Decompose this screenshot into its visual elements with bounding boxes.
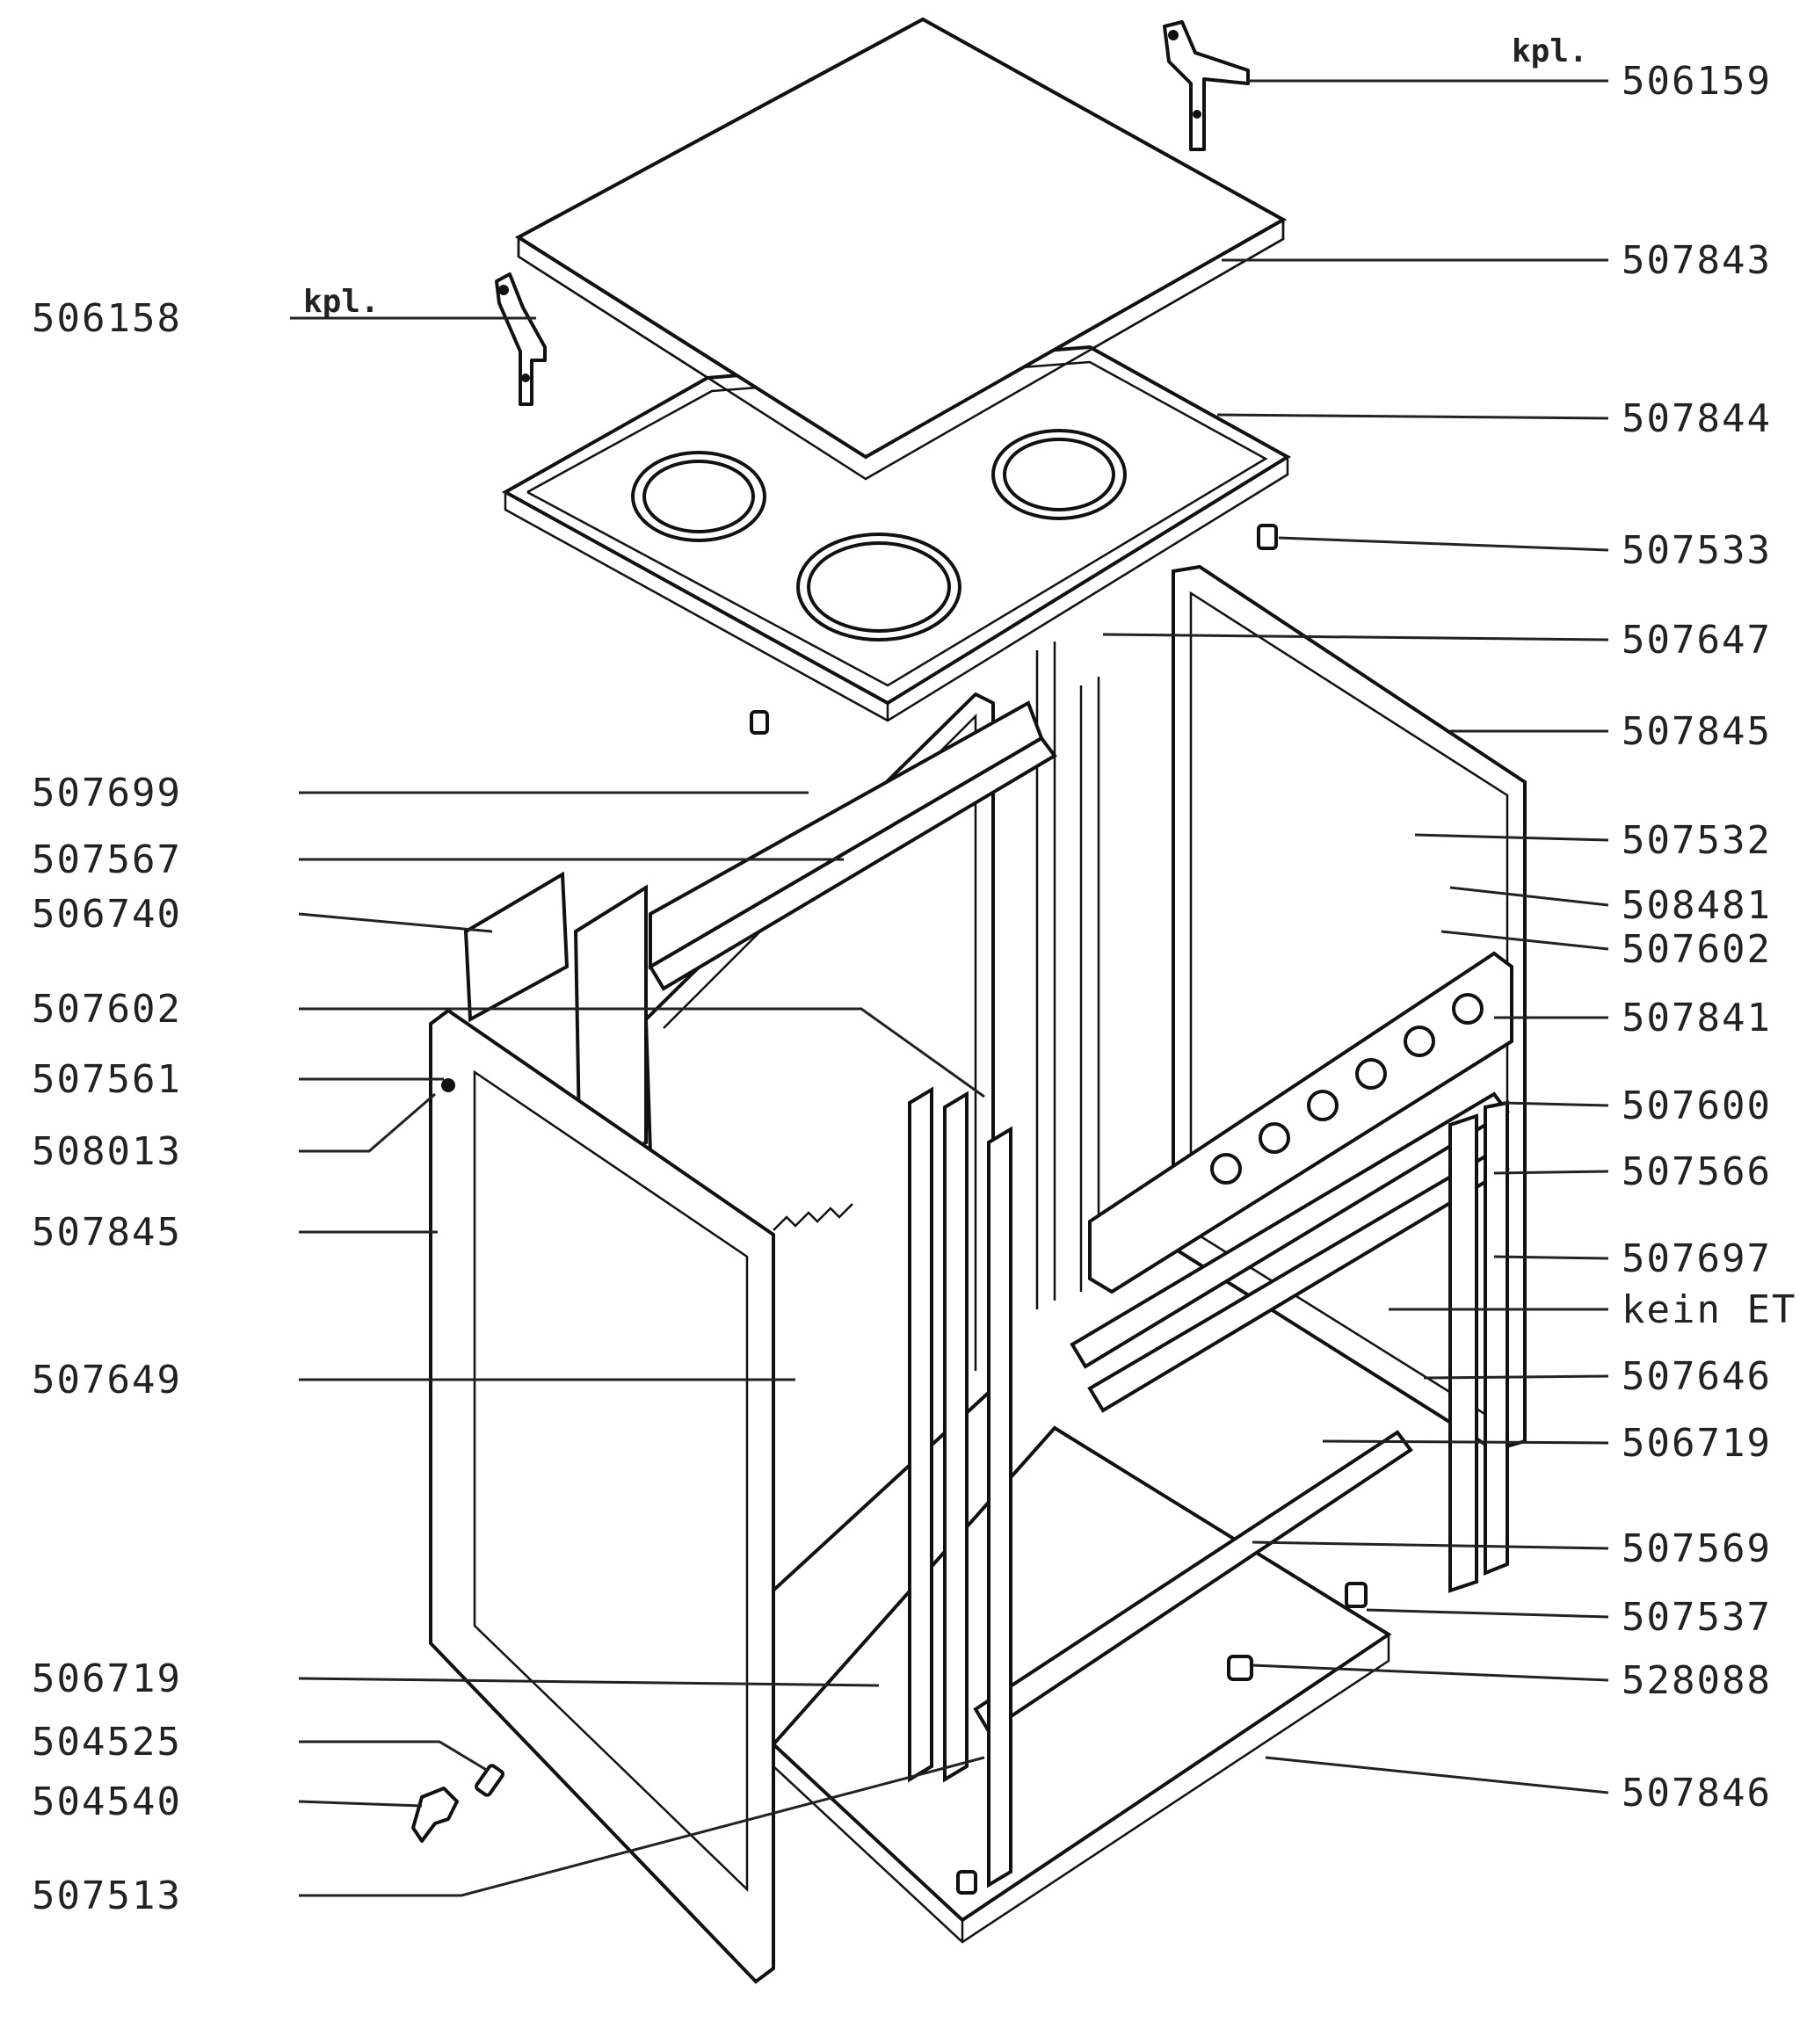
labels-right: kpl. 506159 507843 507844 507533 507647 … (1512, 33, 1796, 1816)
part-label-507602: 507602 (32, 987, 182, 1032)
right-rails (1070, 1091, 1510, 1593)
part-label-507845-right: 507845 (1622, 709, 1772, 754)
clip-507533 (1257, 524, 1278, 550)
part-label-504540: 504540 (32, 1779, 182, 1824)
part-label-507649: 507649 (32, 1358, 182, 1403)
part-label-507647: 507647 (1622, 618, 1772, 663)
leader-lines-left (290, 316, 985, 1897)
part-label-507646: 507646 (1622, 1354, 1772, 1399)
door-hinge (411, 1764, 504, 1843)
part-label-507699: 507699 (32, 771, 182, 815)
part-label-507566: 507566 (1622, 1149, 1772, 1194)
part-label-507841: 507841 (1622, 996, 1772, 1040)
part-label-504525: 504525 (32, 1720, 182, 1765)
part-label-507561: 507561 (32, 1057, 182, 1102)
rear-bracket (463, 871, 648, 1181)
part-label-kein-et: kein ET (1622, 1287, 1796, 1332)
upper-rail (648, 700, 1057, 991)
hinge-left (495, 272, 547, 406)
clip-507513 (956, 1870, 977, 1895)
part-label-506158: 506158 (32, 296, 182, 341)
part-label-507533: 507533 (1622, 528, 1772, 573)
part-label-508013: 508013 (32, 1129, 182, 1174)
part-label-507845: 507845 (32, 1210, 182, 1255)
cooktop-tray (501, 17, 1291, 722)
hinge-right (1163, 20, 1250, 151)
leader-lines-right (1102, 79, 1609, 1794)
kpl-note-left: kpl. (303, 284, 380, 320)
center-frame (908, 1086, 1012, 1888)
clip-small (750, 710, 769, 735)
bottom-rail (973, 1430, 1413, 1734)
left-door-frame (429, 1008, 775, 1984)
part-label-506719-right: 506719 (1622, 1421, 1772, 1466)
part-label-507843: 507843 (1622, 238, 1772, 283)
part-label-507602-right: 507602 (1622, 927, 1772, 972)
kpl-note-right: kpl. (1512, 33, 1588, 69)
part-label-507537: 507537 (1622, 1595, 1772, 1640)
spring (773, 1203, 853, 1231)
part-label-507513: 507513 (32, 1874, 182, 1918)
part-label-507569: 507569 (1622, 1526, 1772, 1571)
part-label-506159: 506159 (1622, 59, 1772, 104)
part-label-507844: 507844 (1622, 396, 1772, 441)
part-label-507532: 507532 (1622, 818, 1772, 863)
part-label-507567: 507567 (32, 837, 182, 882)
part-label-528088: 528088 (1622, 1658, 1772, 1703)
part-label-508481: 508481 (1622, 883, 1772, 928)
part-label-506719: 506719 (32, 1656, 182, 1701)
control-panel (1088, 951, 1513, 1294)
clip-507537 (1345, 1582, 1368, 1608)
part-label-507600: 507600 (1622, 1084, 1772, 1128)
part-label-507697: 507697 (1622, 1236, 1772, 1281)
part-label-507846: 507846 (1622, 1771, 1772, 1816)
part-label-506740: 506740 (32, 892, 182, 937)
labels-left: 506158 507699 507567 506740 507602 50756… (32, 284, 380, 1918)
clip-528088 (1227, 1655, 1253, 1681)
